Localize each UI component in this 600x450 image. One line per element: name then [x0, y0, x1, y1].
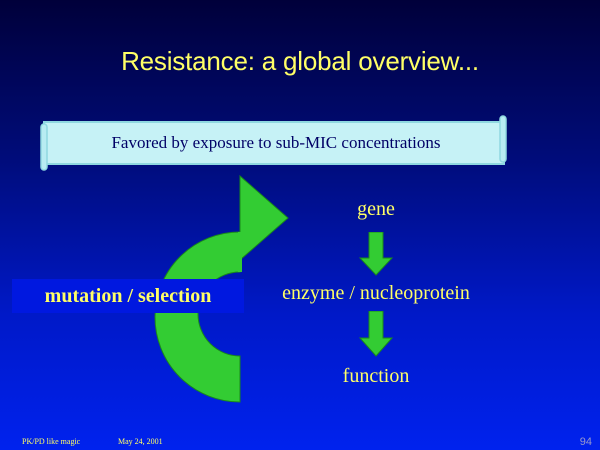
slide-title: Resistance: a global overview... — [121, 46, 479, 76]
down-arrow-icon — [359, 311, 393, 357]
scroll-banner-text: Favored by exposure to sub-MIC concentra… — [111, 133, 441, 152]
slide-number: 94 — [579, 436, 592, 448]
cycle-label: mutation / selection — [44, 285, 212, 307]
down-arrow-icon — [359, 232, 393, 276]
flow-step-function: function — [342, 365, 410, 387]
flow-step-enzyme: enzyme / nucleoprotein — [282, 282, 470, 304]
footer-date: May 24, 2001 — [118, 437, 163, 446]
circular-arrow-icon — [154, 174, 289, 403]
cycle-label-box — [12, 279, 244, 313]
scroll-banner-shape — [40, 115, 507, 171]
flow-step-gene: gene — [357, 198, 395, 220]
footer-title: PK/PD like magic — [22, 437, 81, 446]
scroll-banner: Favored by exposure to sub-MIC concentra… — [38, 114, 510, 174]
